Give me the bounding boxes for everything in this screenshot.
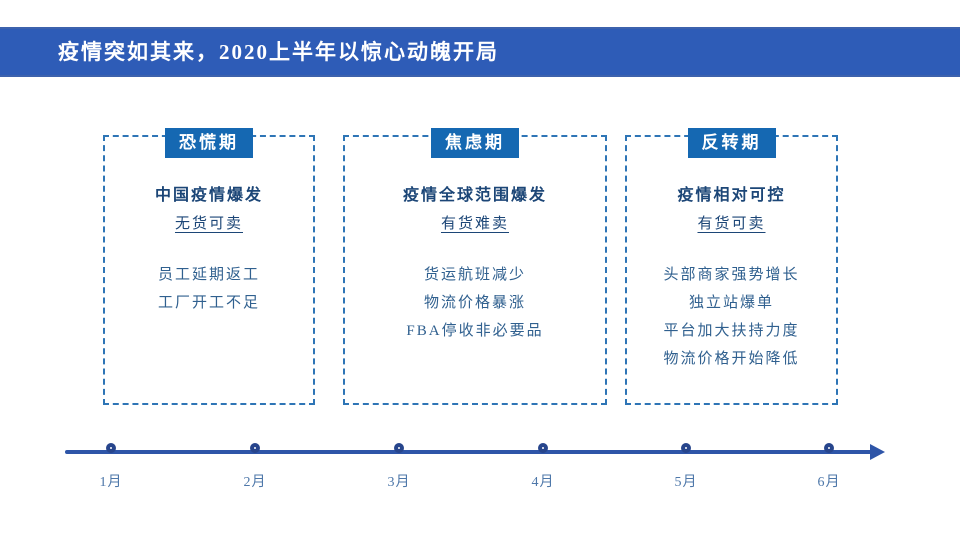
phase-subtitle: 有货难卖 [440, 216, 509, 232]
phase-content: 疫情相对可控 有货可卖 头部商家强势增长 独立站爆单 平台加大扶持力度 物流价格… [627, 181, 836, 373]
phase-subtitle: 无货可卖 [174, 216, 243, 232]
phase-subtitle: 有货可卖 [697, 216, 766, 232]
phase-item: 员工延期返工 [157, 267, 260, 283]
timeline-node-mar [394, 443, 404, 453]
month-label-jun: 6月 [817, 475, 841, 490]
phase-badge-anxiety: 焦虑期 [431, 128, 519, 158]
phase-box-anxiety: 焦虑期 疫情全球范围爆发 有货难卖 货运航班减少 物流价格暴涨 FBA停收非必要… [343, 128, 607, 405]
phase-item: 物流价格开始降低 [663, 351, 800, 367]
phase-item: 物流价格暴涨 [423, 295, 526, 311]
slide-title: 疫情突如其来，2020上半年以惊心动魄开局 [58, 40, 499, 64]
phase-box-reversal: 反转期 疫情相对可控 有货可卖 头部商家强势增长 独立站爆单 平台加大扶持力度 … [625, 128, 838, 405]
phase-heading: 中国疫情爆发 [154, 187, 263, 204]
phase-item: 工厂开工不足 [157, 295, 260, 311]
timeline-axis [65, 450, 872, 454]
phase-item: 头部商家强势增长 [663, 267, 800, 283]
timeline-node-feb [250, 443, 260, 453]
month-label-jan: 1月 [99, 475, 123, 490]
slide-header-bar: 疫情突如其来，2020上半年以惊心动魄开局 [0, 27, 960, 77]
month-label-may: 5月 [674, 475, 698, 490]
phase-badge-reversal: 反转期 [687, 128, 776, 158]
month-label-apr: 4月 [531, 475, 555, 490]
phase-item: 平台加大扶持力度 [663, 323, 800, 339]
timeline-node-apr [538, 443, 548, 453]
phase-box-panic: 恐慌期 中国疫情爆发 无货可卖 员工延期返工 工厂开工不足 [103, 128, 315, 405]
phase-content: 中国疫情爆发 无货可卖 员工延期返工 工厂开工不足 [105, 181, 313, 317]
phase-item: 独立站爆单 [688, 295, 774, 311]
phase-item-list: 头部商家强势增长 独立站爆单 平台加大扶持力度 物流价格开始降低 [627, 261, 836, 373]
timeline-node-may [681, 443, 691, 453]
phase-content: 疫情全球范围爆发 有货难卖 货运航班减少 物流价格暴涨 FBA停收非必要品 [345, 181, 605, 345]
phase-item: FBA停收非必要品 [406, 323, 544, 339]
phase-badge-panic: 恐慌期 [165, 128, 253, 158]
timeline-node-jun [824, 443, 834, 453]
phase-heading: 疫情相对可控 [677, 187, 786, 204]
month-label-mar: 3月 [387, 475, 411, 490]
phase-item: 货运航班减少 [423, 267, 526, 283]
month-label-feb: 2月 [243, 475, 267, 490]
timeline-arrow-icon [870, 444, 885, 460]
timeline-node-jan [106, 443, 116, 453]
phase-item-list: 员工延期返工 工厂开工不足 [105, 261, 313, 317]
phase-heading: 疫情全球范围爆发 [402, 187, 547, 204]
phase-item-list: 货运航班减少 物流价格暴涨 FBA停收非必要品 [345, 261, 605, 345]
